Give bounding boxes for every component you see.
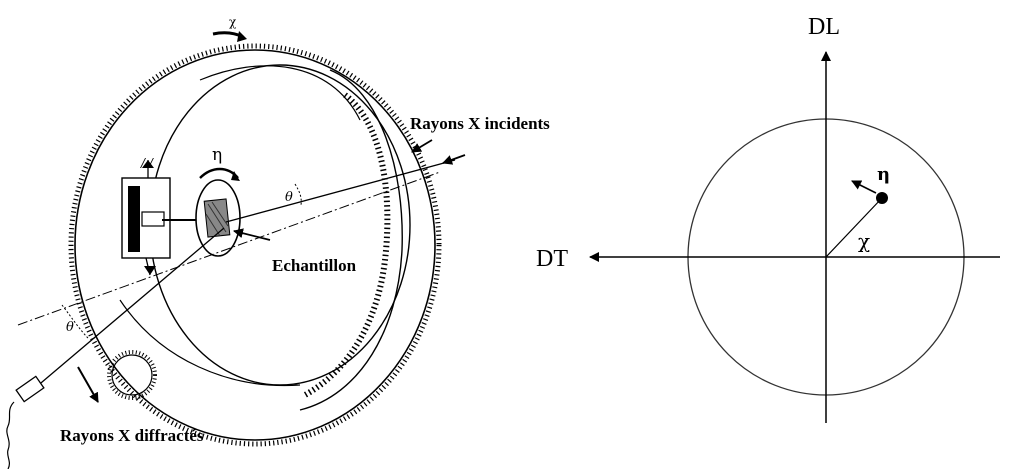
label-incident-rays: Rayons X incidents bbox=[410, 114, 550, 133]
eta-symbol-right: η bbox=[877, 164, 890, 185]
eta-symbol-left: η bbox=[212, 145, 222, 165]
chi-symbol-right: χ bbox=[858, 229, 870, 253]
incident-beam-line bbox=[225, 159, 456, 223]
pole-point bbox=[876, 192, 888, 204]
svg-text:/ /: / / bbox=[140, 156, 155, 170]
pole-figure: DL DT η χ bbox=[536, 14, 1000, 423]
sample-holder-bracket: / / bbox=[121, 156, 171, 276]
sample-disc bbox=[195, 179, 241, 257]
label-dt: DT bbox=[536, 246, 568, 272]
theta-upper: θ bbox=[285, 190, 293, 205]
chi-rotation-arrow: χ bbox=[212, 15, 247, 42]
chi-radius bbox=[825, 197, 883, 258]
label-diffracted-rays: Rayons X diffractés bbox=[60, 426, 204, 445]
goniometer-illustration: / / χ bbox=[6, 15, 550, 469]
eta-rotation-arrow: η bbox=[199, 145, 240, 181]
label-sample: Echantillon bbox=[272, 256, 357, 275]
diffracted-beam-line bbox=[34, 227, 225, 389]
chi-symbol-left: χ bbox=[229, 15, 237, 29]
reference-line bbox=[17, 171, 441, 326]
theta-lower: θ bbox=[66, 320, 74, 335]
eta-arrow bbox=[851, 180, 877, 194]
detector-icon bbox=[6, 375, 45, 469]
drive-gear bbox=[107, 350, 157, 400]
label-dl: DL bbox=[808, 14, 840, 40]
